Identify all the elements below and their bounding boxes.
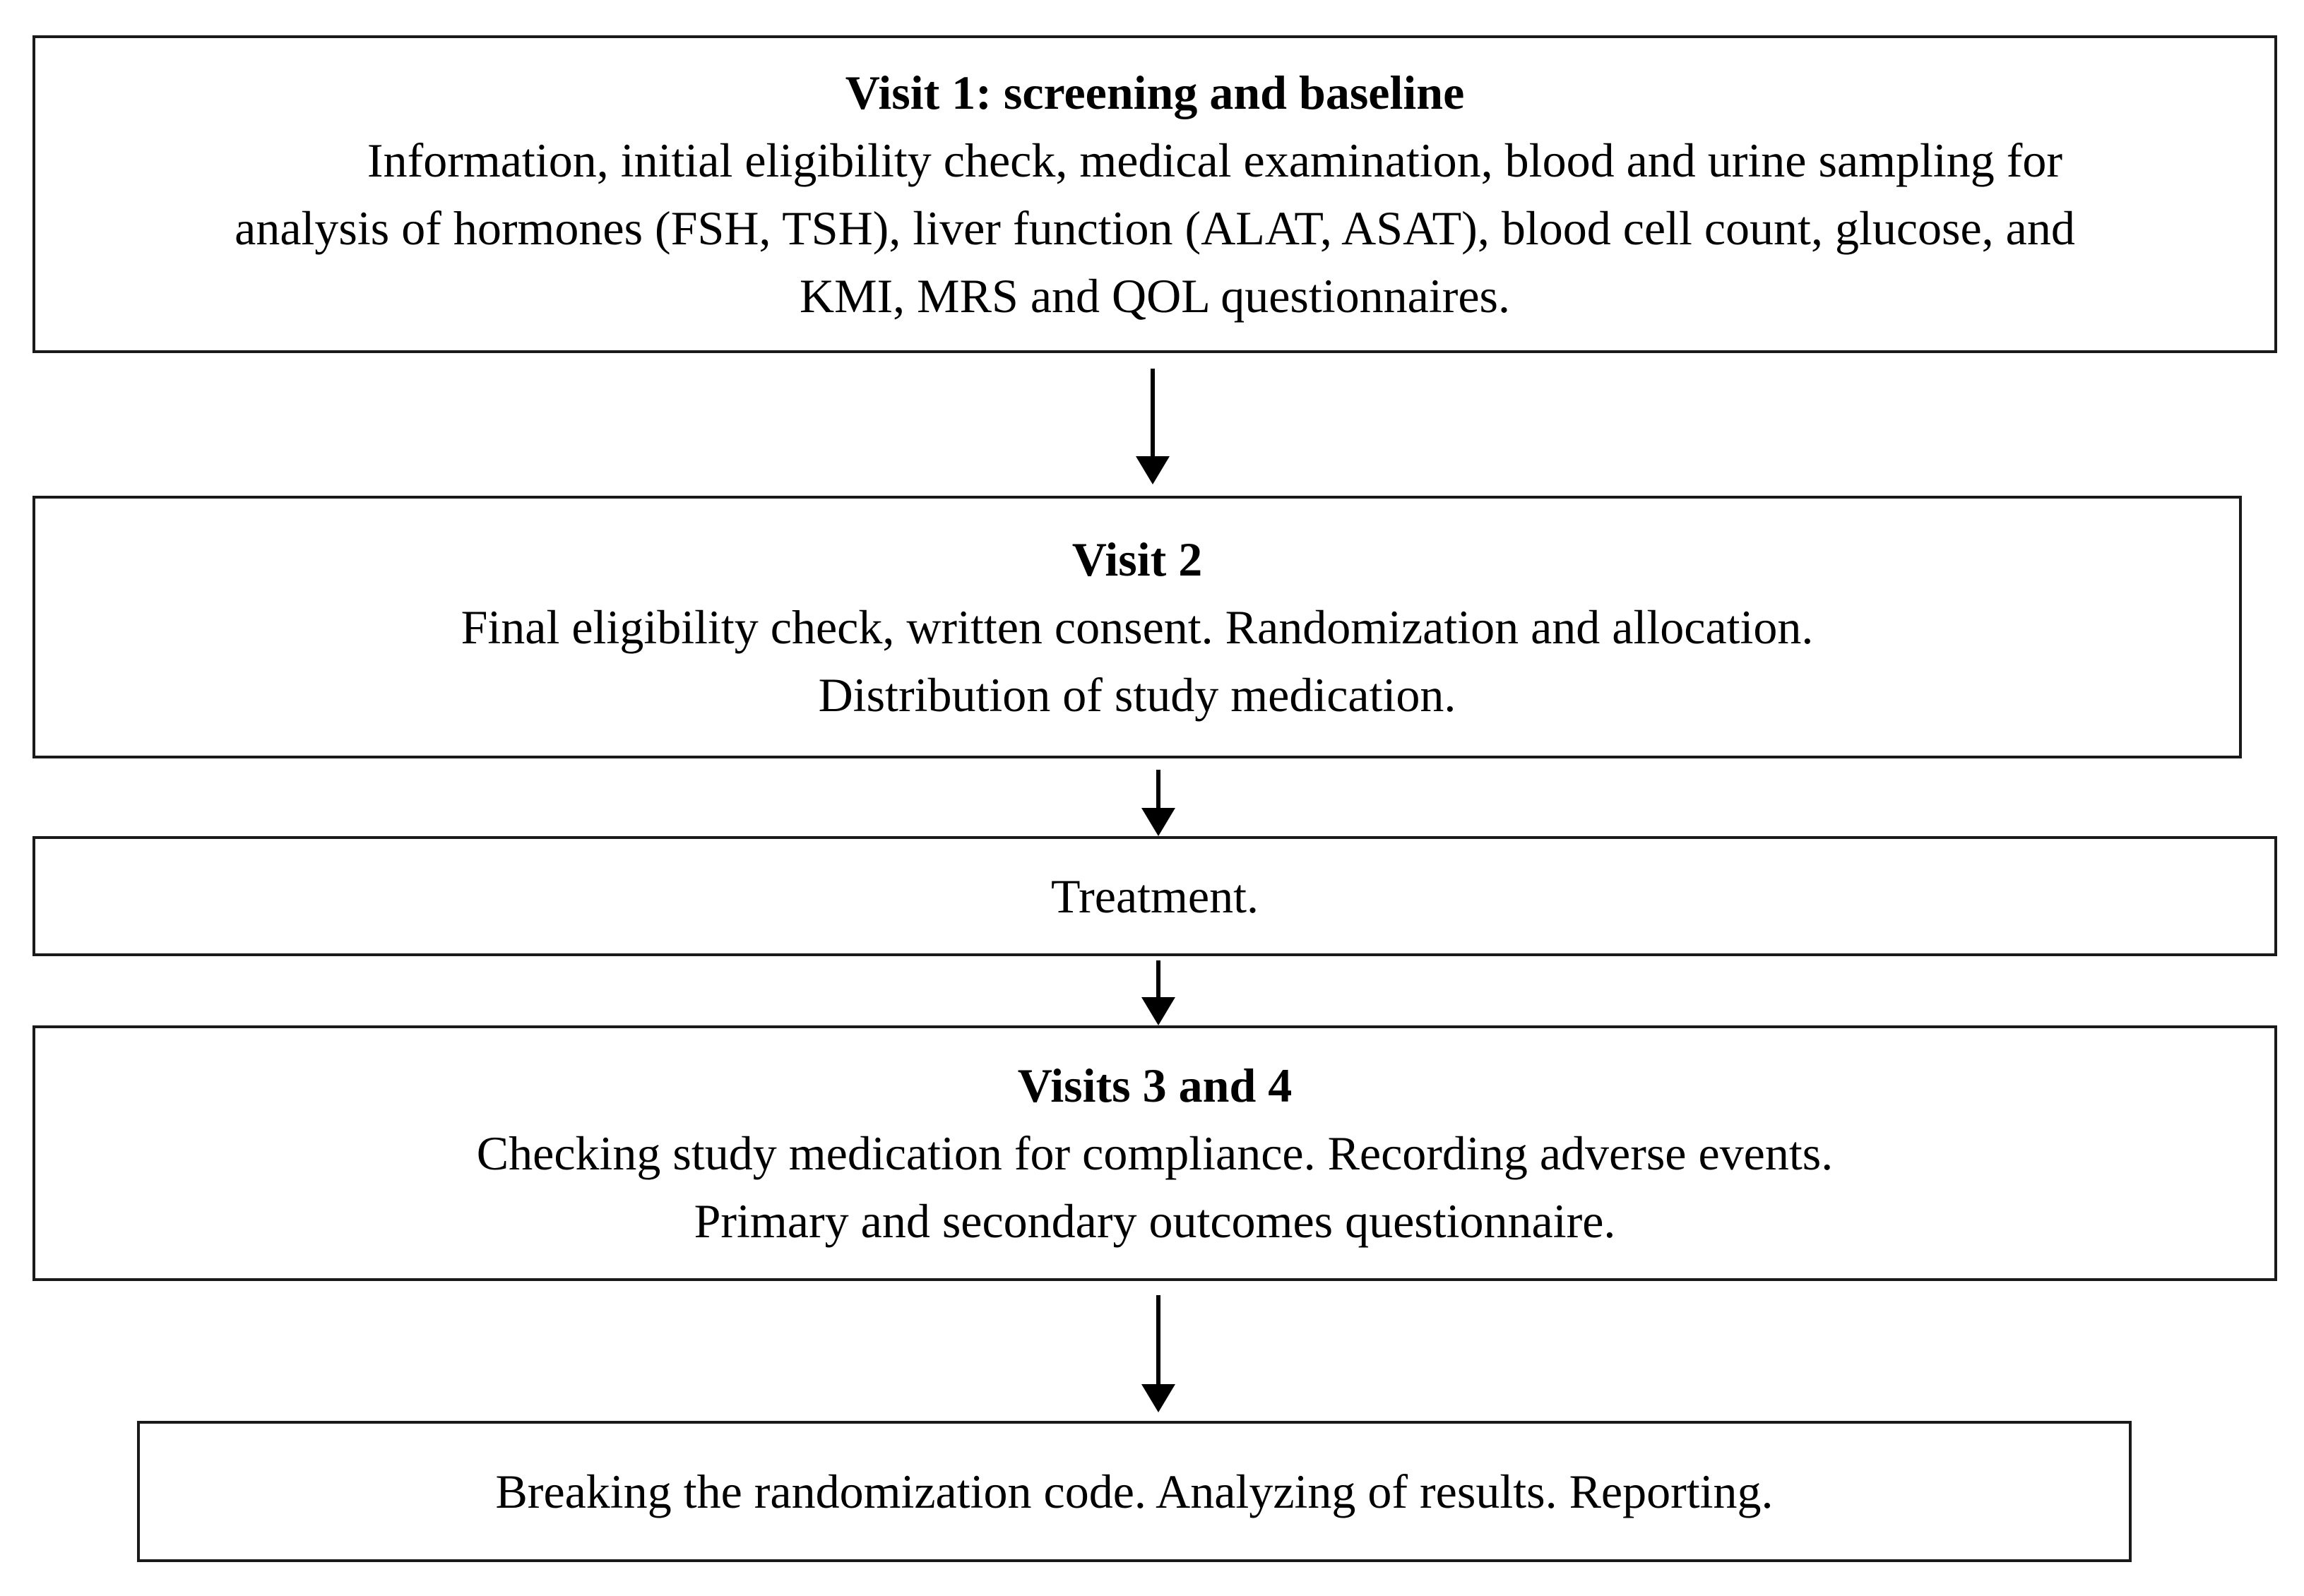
step-visit-1-description: Information, initial eligibility check, … bbox=[234, 126, 2075, 330]
step-treatment-box: Treatment. bbox=[32, 836, 2277, 956]
arrow-visit-1-to-visit-2 bbox=[1136, 369, 1170, 484]
step-visit-1-box: Visit 1: screening and baseline Informat… bbox=[32, 35, 2277, 353]
step-visits-3-4-title: Visits 3 and 4 bbox=[1017, 1059, 1293, 1112]
arrow-treatment-to-visits-3-4 bbox=[1141, 960, 1175, 1025]
arrow-visits-3-4-to-reporting bbox=[1141, 1295, 1175, 1412]
step-visit-2-box: Visit 2 Final eligibility check, written… bbox=[32, 496, 2242, 758]
step-visit-1-line-3: KMI, MRS and QOL questionnaires. bbox=[799, 269, 1511, 323]
step-visit-1-line-1: Information, initial eligibility check, … bbox=[367, 133, 2063, 187]
step-visit-2-title: Visit 2 bbox=[1071, 532, 1203, 586]
step-reporting-box: Breaking the randomization code. Analyzi… bbox=[137, 1421, 2132, 1562]
step-visits-3-4-box: Visits 3 and 4 Checking study medication… bbox=[32, 1025, 2277, 1281]
step-reporting-line-1: Breaking the randomization code. Analyzi… bbox=[495, 1465, 1774, 1518]
step-visit-2-line-2: Distribution of study medication. bbox=[818, 668, 1456, 722]
step-visits-3-4-line-2: Primary and secondary outcomes questionn… bbox=[694, 1194, 1616, 1248]
step-visits-3-4-description: Checking study medication for compliance… bbox=[477, 1119, 1833, 1255]
step-visit-1-line-2: analysis of hormones (FSH, TSH), liver f… bbox=[234, 201, 2075, 255]
step-visit-2-line-1: Final eligibility check, written consent… bbox=[461, 600, 1814, 654]
step-visits-3-4-line-1: Checking study medication for compliance… bbox=[476, 1126, 1834, 1180]
step-reporting-description: Breaking the randomization code. Analyzi… bbox=[495, 1458, 1773, 1525]
step-visit-1-title: Visit 1: screening and baseline bbox=[845, 66, 1465, 119]
arrow-visit-2-to-treatment bbox=[1141, 770, 1175, 836]
step-treatment-description: Treatment. bbox=[1051, 862, 1259, 930]
step-visit-2-description: Final eligibility check, written consent… bbox=[461, 593, 1814, 729]
step-treatment-line-1: Treatment. bbox=[1050, 869, 1259, 923]
